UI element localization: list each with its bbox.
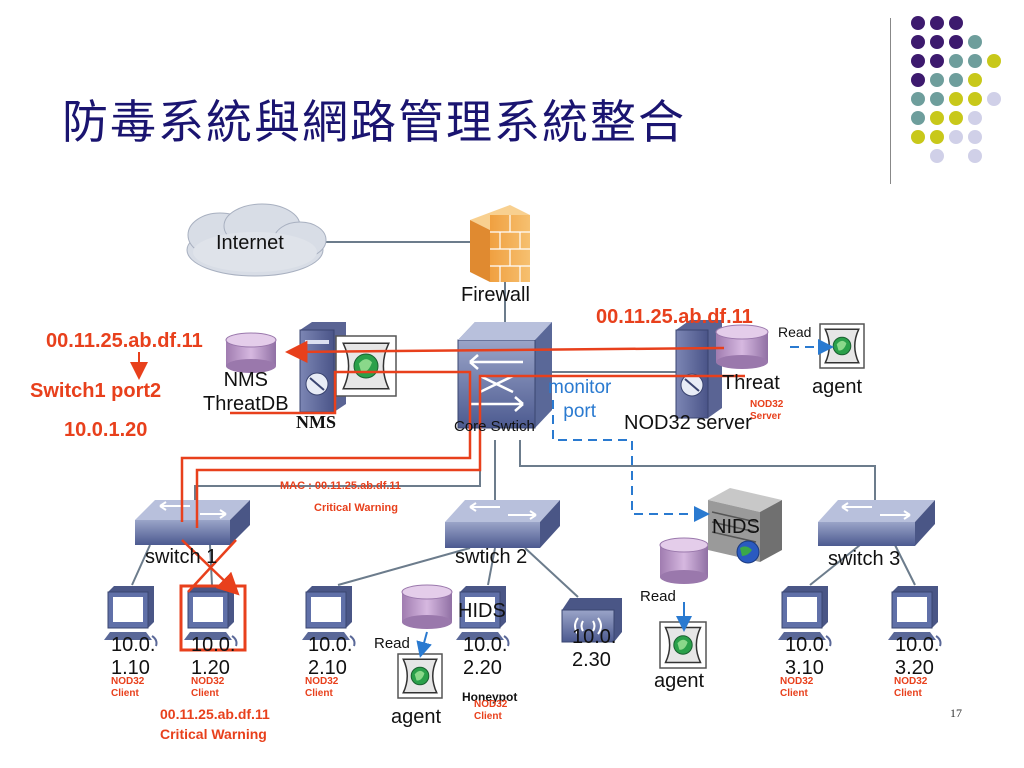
decor-dot [949,73,963,87]
nms-threatdb-icon [225,332,277,373]
nids-read-db-icon [659,537,709,584]
switch1-icon [135,500,250,545]
blue-read-arrows [416,602,692,658]
decor-dot [911,73,925,87]
decorative-dot-grid [911,16,1001,163]
decor-dot [911,54,925,68]
hids-read-db-icon [401,584,453,629]
decor-dot [911,130,925,144]
decor-dot [911,92,925,106]
decor-dot [968,92,982,106]
decor-dot [949,92,963,106]
decor-dot [968,73,982,87]
decor-dot [911,16,925,30]
mirror-flow-nids [552,400,710,522]
alert-to-nmsdb [285,340,725,364]
nod32-server-icon [675,320,722,419]
cross-path-a [181,539,240,596]
switch3-icon [818,500,935,546]
wireless-ap-icon [561,598,622,643]
agent-icon [659,621,707,669]
link-sw2-c4 [487,547,496,586]
nids-server-icon [708,488,782,564]
decor-dot [987,92,1001,106]
computer-icon [778,586,832,647]
decor-dot [968,149,982,163]
link-sw2-c3 [337,547,471,586]
decor-dot [930,73,944,87]
decor-dot [968,35,982,49]
decor-dot [949,16,963,30]
agent-icon [819,323,865,369]
path-left-inner [195,374,745,528]
infected-host-highlight [179,584,247,652]
path-left-outer [180,370,472,522]
link-sw3-c7 [894,544,916,586]
computer-icon [104,586,158,647]
firewall-icon [470,205,530,282]
link-sw3-c6 [809,544,861,586]
nms-server-icon [299,322,346,413]
link-sw1-c1 [131,544,151,586]
decor-dot [968,54,982,68]
title-divider-line [890,18,891,184]
decor-dot [968,111,982,125]
decor-dot [930,92,944,106]
threat-db-icon [715,324,769,369]
decor-dot [930,130,944,144]
link-sw2-c5 [524,547,579,598]
internet-cloud-icon [186,203,327,277]
agent-icons [335,323,865,699]
client-computers [104,586,942,647]
switch2-icon [445,500,560,548]
decor-dot [930,35,944,49]
decor-dot [968,130,982,144]
decor-dot [911,35,925,49]
link-sw1-c2 [209,544,213,586]
decor-dot [930,111,944,125]
blue-dashed-flows [552,339,834,522]
cross-path-b [187,539,237,593]
decor-dot [930,16,944,30]
decor-dot [949,54,963,68]
decor-dot [949,35,963,49]
agent-icon [397,653,443,699]
red-alert-path [180,340,745,596]
slide-title: 防毒系統與網路管理系統整合 [62,95,686,149]
computer-icon [888,586,942,647]
decor-dot [949,111,963,125]
decor-dot [911,111,925,125]
computer-icon [302,586,356,647]
decor-dot [987,54,1001,68]
decor-dot [949,130,963,144]
decor-dot [930,54,944,68]
computer-icon [184,586,238,647]
decor-dot [930,149,944,163]
computer-icon [456,586,510,647]
link-core-switch3 [519,440,876,500]
agent-icon [335,335,397,397]
